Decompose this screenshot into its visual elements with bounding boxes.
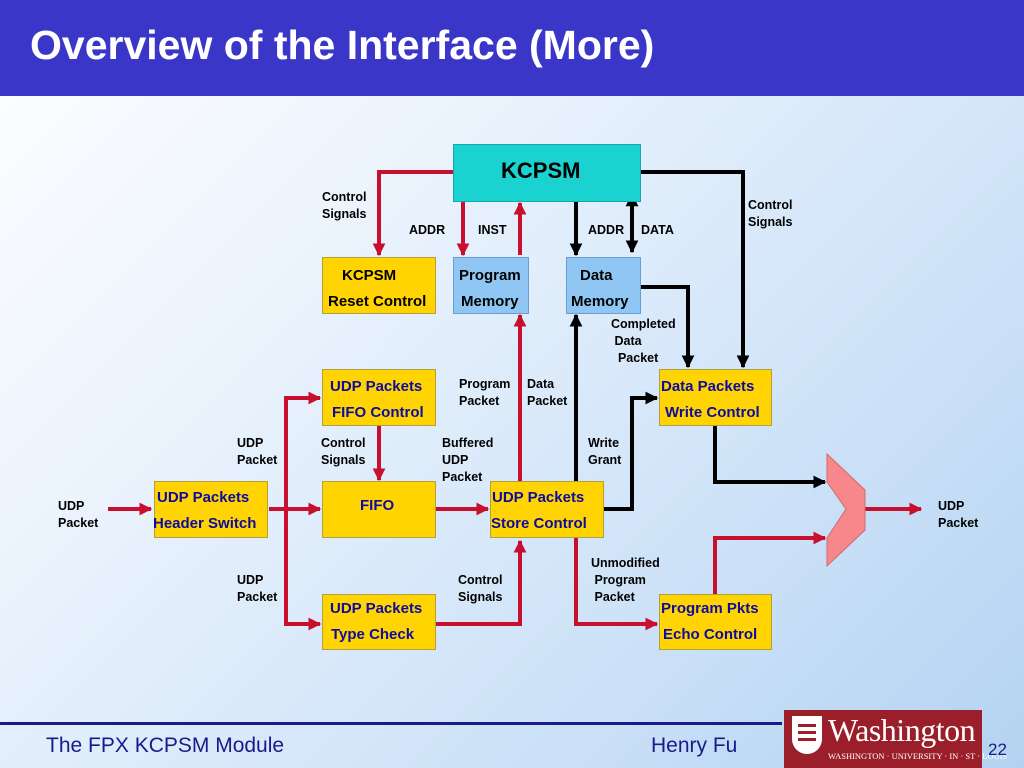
label-addr-program: ADDR (409, 223, 446, 237)
type-check-label-2: Type Check (331, 626, 415, 643)
arrow-kcpsm-to-write-control (641, 170, 750, 369)
program-memory-label-2: Memory (461, 293, 519, 310)
page-number: 22 (988, 740, 1007, 759)
reset-label-2: Reset Control (328, 293, 427, 310)
title-bar: Overview of the Interface (More) (0, 0, 1024, 96)
write-control-label-2: Write Control (665, 404, 760, 421)
kcpsm-reset-control-block (322, 257, 436, 314)
header-switch-label-2: Header Switch (153, 515, 257, 532)
label-addr-data: ADDR (588, 223, 625, 237)
fifo-control-label-1: UDP Packets (330, 378, 423, 395)
arrow-type-check-to-store-control (436, 539, 527, 626)
data-memory-label-1: Data (580, 267, 613, 284)
fifo-block (322, 481, 436, 538)
program-memory-block (453, 257, 529, 314)
arrow-write-grant (604, 391, 659, 511)
udp-type-check-block (322, 594, 436, 650)
store-control-label-1: UDP Packets (492, 489, 585, 506)
data-memory-label-2: Memory (571, 293, 629, 310)
label-completed-data-packet: Completed Data Packet (611, 317, 676, 365)
arrow-kcpsm-to-reset (372, 170, 453, 257)
data-memory-block (566, 257, 641, 314)
reset-label-1: KCPSM (342, 267, 397, 284)
fifo-control-label-2: FIFO Control (332, 404, 424, 421)
fifo-label: FIFO (360, 497, 395, 514)
arrow-data-memory-to-write-control (641, 285, 695, 369)
label-inst: INST (478, 223, 507, 237)
program-memory-label-1: Program (459, 267, 521, 284)
type-check-label-1: UDP Packets (330, 600, 423, 617)
udp-header-switch-block (154, 481, 268, 538)
kcpsm-block-label: KCPSM (501, 158, 581, 183)
logo-wordmark: Washington (828, 712, 976, 748)
udp-store-control-block (490, 481, 604, 538)
footer-divider (0, 722, 782, 725)
arrow-store-to-echo-control (574, 538, 659, 631)
arrow-header-switch-to-fifo-control (284, 391, 322, 509)
slide-title: Overview of the Interface (More) (30, 22, 655, 68)
washington-university-logo: Washington WASHINGTON · UNIVERSITY · IN … (784, 710, 1007, 768)
arrow-header-switch-to-type-check (284, 509, 322, 631)
echo-control-label-2: Echo Control (663, 626, 758, 643)
shield-icon (792, 716, 822, 754)
store-control-label-2: Store Control (491, 515, 587, 532)
output-multiplexer (826, 452, 866, 568)
label-data: DATA (641, 223, 674, 237)
write-control-label-1: Data Packets (661, 378, 755, 395)
echo-control-label-1: Program Pkts (661, 600, 759, 617)
footer-module-name: The FPX KCPSM Module (46, 734, 285, 757)
arrow-echo-control-to-mux (713, 531, 827, 594)
arrow-write-control-to-mux (713, 426, 827, 489)
header-switch-label-1: UDP Packets (157, 489, 250, 506)
label-unmodified-program-packet: Unmodified Program Packet (591, 556, 660, 604)
data-packets-write-control-block (659, 369, 772, 426)
program-pkts-echo-control-block (659, 594, 772, 650)
udp-fifo-control-block (322, 369, 436, 426)
footer-author: Henry Fu (651, 734, 738, 757)
logo-subtitle: WASHINGTON · UNIVERSITY · IN · ST · LOUI… (828, 751, 1008, 761)
kcpsm-block (453, 144, 641, 202)
